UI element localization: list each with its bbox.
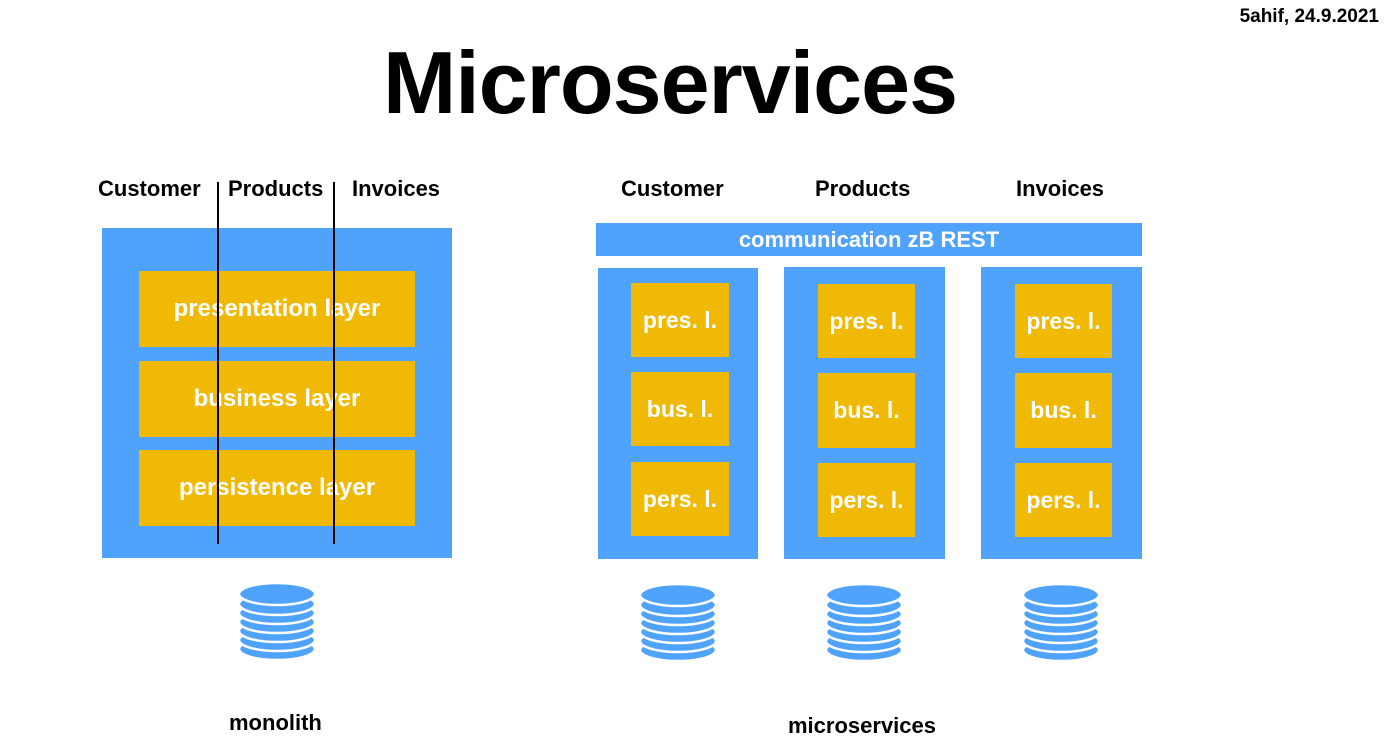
page-title: Microservices — [382, 33, 958, 132]
database-icon — [638, 582, 718, 663]
author-date-label: 5ahif, 24.9.2021 — [1239, 6, 1379, 27]
service-header-products: Products — [815, 176, 911, 201]
monolith-header-products: Products — [228, 176, 324, 201]
monolith-divider-line — [333, 182, 335, 544]
service-presentation-layer: pres. l. — [631, 283, 729, 357]
service-business-layer: bus. l. — [818, 373, 915, 448]
database-icon — [237, 581, 317, 662]
service-presentation-layer: pres. l. — [818, 284, 915, 358]
communication-bar: communication zB REST — [596, 223, 1142, 256]
service-header-invoices: Invoices — [1016, 176, 1105, 201]
service-business-layer: bus. l. — [631, 372, 729, 446]
service-persistence-layer: pers. l. — [1015, 463, 1112, 537]
service-persistence-layer: pers. l. — [631, 462, 729, 536]
monolith-header-customer: Customer — [98, 176, 201, 201]
monolith-persistence-layer: persistence layer — [139, 450, 415, 526]
microservices-caption: microservices — [788, 713, 936, 738]
monolith-divider-line — [217, 182, 219, 544]
service-presentation-layer: pres. l. — [1015, 284, 1112, 358]
service-persistence-layer: pers. l. — [818, 463, 915, 537]
monolith-presentation-layer: presentation layer — [139, 271, 415, 347]
monolith-business-layer: business layer — [139, 361, 415, 437]
service-header-customer: Customer — [621, 176, 724, 201]
service-business-layer: bus. l. — [1015, 373, 1112, 448]
monolith-header-invoices: Invoices — [352, 176, 441, 201]
database-icon — [824, 582, 904, 663]
monolith-caption: monolith — [229, 710, 322, 735]
database-icon — [1021, 582, 1101, 663]
